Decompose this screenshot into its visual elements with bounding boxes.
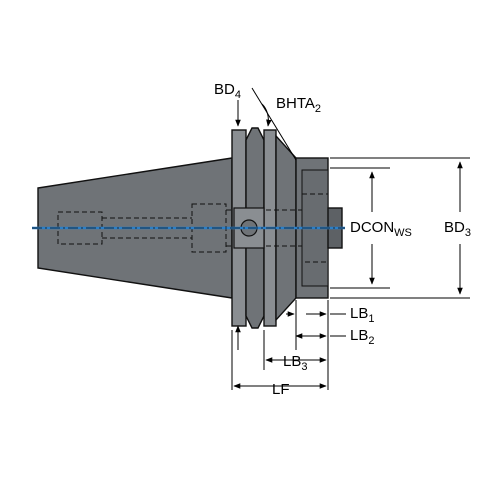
label-lb3: LB3	[283, 353, 307, 373]
label-bd4: BD4	[214, 81, 241, 101]
label-lf: LF	[272, 381, 290, 398]
label-bd3: BD3	[444, 219, 471, 239]
label-lb1: LB1	[350, 305, 374, 325]
label-lb2: LB2	[350, 327, 374, 347]
label-bhta2: BHTA2	[276, 95, 321, 115]
dimension-lines	[231, 87, 470, 390]
label-dcon-ws: DCONWS	[350, 219, 412, 239]
